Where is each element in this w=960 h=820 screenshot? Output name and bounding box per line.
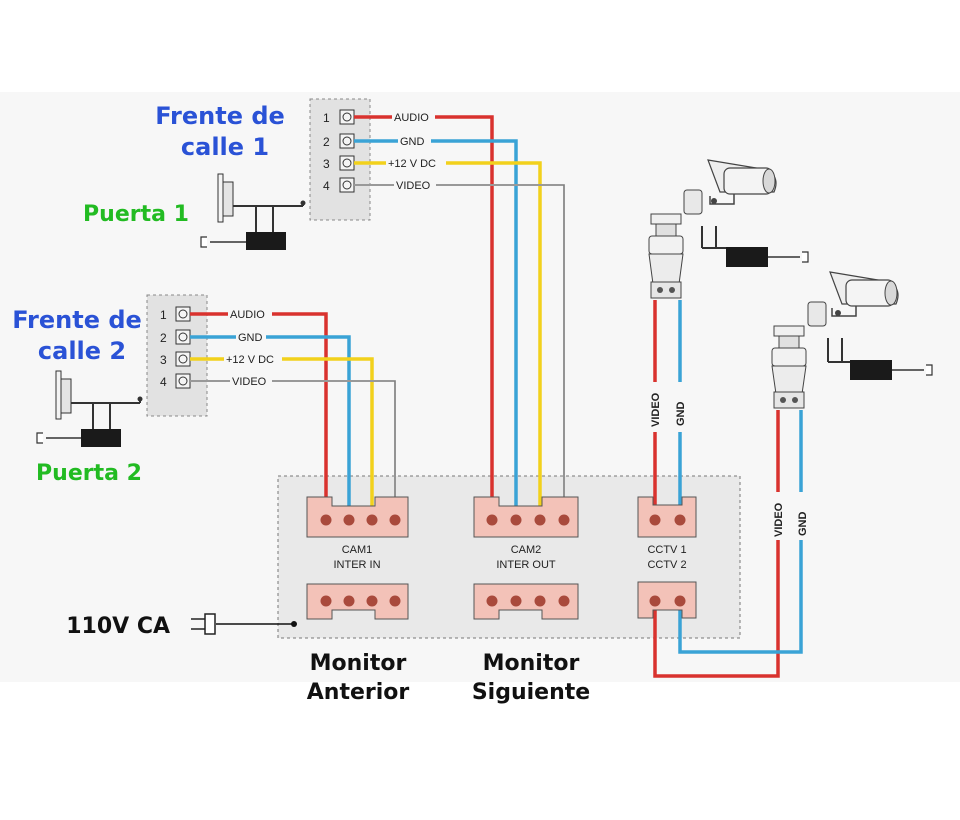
terminal-number: 2 [323,135,330,149]
wires-camera-2 [653,410,803,678]
terminal-1-row-3: 3 +12 V DC [323,155,436,171]
terminal-number: 3 [323,157,330,171]
connector-cctv2: CCTV 2 [637,559,697,619]
power-input: 110V CA [66,613,297,639]
label-frente-2: Frente de [12,306,142,334]
signal-label-video: VIDEO [396,180,431,192]
label-puerta-2: Puerta 2 [36,461,142,486]
cctv-camera-1 [683,159,809,267]
terminal-number: 3 [160,353,167,367]
terminal-1-row-2: 2 GND [323,133,425,149]
power-adapter [726,247,768,267]
signal-label-audio: AUDIO [230,309,265,321]
wires-door-1 [354,115,565,520]
wires-door-2 [190,312,396,520]
terminal-block-1: 1 AUDIO 2 GND 3 +12 V DC 4 VIDEO [309,98,436,221]
plug-icon [926,364,933,376]
connector-inter-in-lower [306,583,409,620]
connector-label: CAM2 [511,544,542,556]
connector-inter-out-lower [473,583,579,620]
signal-label-power: +12 V DC [226,354,274,366]
connector-label: CAM1 [342,544,373,556]
wire-video-edge [354,184,565,520]
cable-label-gnd: GND [675,402,687,427]
plug-icon [36,432,43,444]
label-monitor-anterior-line2: Anterior [307,680,410,705]
plug-icon [200,236,207,248]
cctv-camera-2 [807,271,933,380]
terminal-number: 1 [160,308,167,322]
terminal-1-row-1: 1 AUDIO [323,109,429,125]
signal-label-video: VIDEO [232,376,267,388]
cable-label-gnd: GND [797,512,809,537]
terminal-2-row-1: 1 AUDIO [160,306,265,322]
connector-label: INTER IN [333,559,380,571]
wire-video-edge [190,380,396,520]
terminal-number: 1 [323,111,330,125]
label-monitor-anterior: Monitor [310,651,407,676]
label-monitor-siguiente-line2: Siguiente [472,680,590,705]
terminal-2-row-3: 3 +12 V DC [160,351,274,367]
terminal-2-row-4: 4 VIDEO [160,373,267,389]
label-frente-2-line2: calle 2 [38,337,126,365]
bnc-connector-2 [771,325,807,409]
wire-gnd [678,410,803,654]
wire-power [190,357,374,520]
plug-icon [802,251,809,263]
signal-label-audio: AUDIO [394,112,429,124]
connector-cctv1: CCTV 1 [637,496,697,556]
power-adapter [246,232,286,250]
terminal-number: 2 [160,331,167,345]
power-adapter [81,429,121,447]
wire-audio [354,115,494,520]
cable-label-video: VIDEO [650,392,662,427]
wire-gnd [190,335,351,520]
power-label: 110V CA [66,614,170,639]
wire-power [354,161,542,520]
wire-audio [190,312,328,520]
terminal-number: 4 [160,375,167,389]
terminal-1-row-4: 4 VIDEO [323,177,431,193]
door-station-1 [200,173,306,250]
monitor-panel [277,475,741,639]
label-frente-1: Frente de [155,102,285,130]
connector-cam1: CAM1 INTER IN [306,496,409,571]
plug-icon [204,613,216,635]
signal-label-gnd: GND [238,332,263,344]
connector-label: CCTV 2 [647,559,686,571]
connector-label: INTER OUT [496,559,556,571]
connector-label: CCTV 1 [647,544,686,556]
terminal-number: 4 [323,179,330,193]
label-monitor-siguiente: Monitor [483,651,580,676]
wire-video [653,410,780,678]
terminal-2-row-2: 2 GND [160,329,263,345]
power-adapter [850,360,892,380]
signal-label-power: +12 V DC [388,158,436,170]
bnc-connector-1 [648,213,684,299]
cable-label-video: VIDEO [773,502,785,537]
connector-cam2: CAM2 INTER OUT [473,496,579,571]
door-station-2 [36,370,143,447]
label-puerta-1: Puerta 1 [83,202,189,227]
label-frente-1-line2: calle 1 [181,133,269,161]
signal-label-gnd: GND [400,136,425,148]
wire-gnd [354,139,518,520]
